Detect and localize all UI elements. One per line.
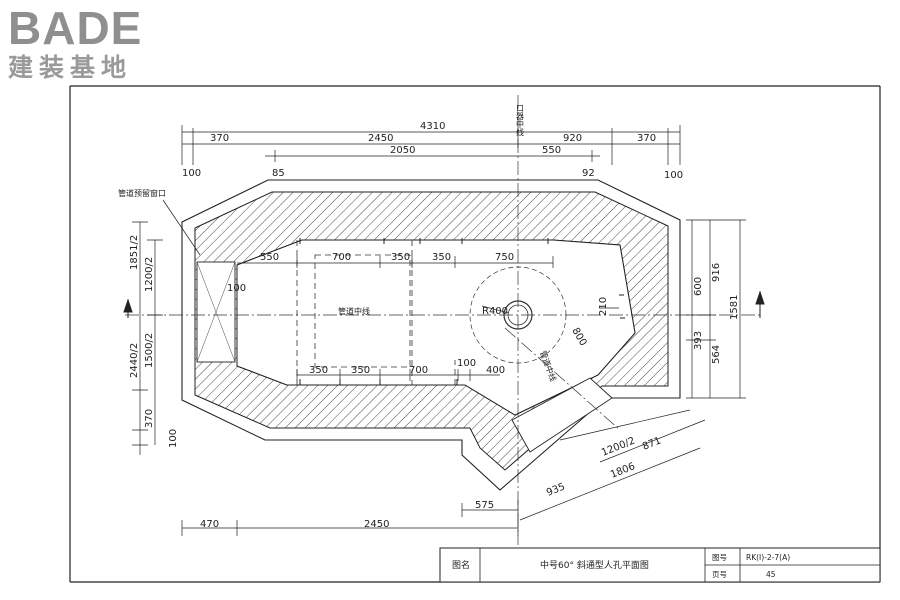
dim-inner-bottom-350b: 350 — [351, 365, 370, 376]
dim-right-564: 564 — [711, 345, 722, 364]
logo: BADE 建装基地 — [8, 4, 178, 84]
dim-top-100-right: 100 — [664, 170, 683, 181]
dim-left-1200-2: 1200/2 — [144, 257, 155, 292]
dim-top-2050: 2050 — [390, 145, 415, 156]
dim-right-600: 600 — [693, 277, 704, 296]
dim-top-85: 85 — [272, 168, 285, 179]
section-arrows — [123, 290, 765, 318]
drawing-title: 中号60° 斜通型人孔平面图 — [540, 559, 649, 571]
dim-bottom-2450: 2450 — [364, 519, 389, 530]
dim-top-370-right: 370 — [637, 133, 656, 144]
centerlines — [125, 95, 760, 545]
dim-inner-bottom-700: 700 — [409, 365, 428, 376]
dim-bottom-935: 935 — [545, 481, 567, 498]
dim-inner-top-350a: 350 — [391, 252, 410, 263]
dim-diag-871: 871 — [641, 435, 663, 452]
logo-subtitle: 建装基地 — [8, 53, 133, 82]
dim-top-2450: 2450 — [368, 133, 393, 144]
dim-top-920: 920 — [563, 133, 582, 144]
inner-chamber — [236, 239, 636, 416]
dimension-lines — [132, 125, 746, 536]
dim-inner-bottom-100: 100 — [457, 358, 476, 369]
figure-no-label: 图号 — [712, 553, 727, 562]
dim-right-916: 916 — [711, 263, 722, 282]
dim-bottom-470: 470 — [200, 519, 219, 530]
dim-top-overall: 4310 — [420, 121, 445, 132]
dim-top-550: 550 — [542, 145, 561, 156]
manhole-structure — [181, 179, 681, 491]
figure-no: RK(I)-2-7(A) — [746, 553, 790, 562]
dim-diag-1806: 1806 — [609, 461, 637, 481]
dim-inner-top-700: 700 — [332, 252, 351, 263]
radius-circle — [469, 266, 567, 364]
dim-inner-bottom-400: 400 — [486, 365, 505, 376]
port-centerline-label: 口器中线 — [516, 104, 525, 136]
dim-left-100-window: 100 — [227, 283, 246, 294]
dim-top-92: 92 — [582, 168, 595, 179]
diagonal-neck — [511, 377, 613, 453]
radius-label: R400 — [482, 306, 508, 317]
dim-inner-top-550: 550 — [260, 252, 279, 263]
page-no-label: 页号 — [712, 570, 727, 579]
title-block: 图名 中号60° 斜通型人孔平面图 图号 RK(I)-2-7(A) 页号 45 — [439, 547, 881, 583]
cover-ring — [503, 300, 533, 330]
dim-diag-1200-2: 1200/2 — [600, 435, 637, 458]
page-no: 45 — [766, 570, 776, 579]
pipe-centerline-label: 管道中线 — [338, 306, 370, 316]
dim-bottom-575: 575 — [475, 500, 494, 511]
dim-right-210: 210 — [598, 297, 609, 316]
dim-inner-top-350b: 350 — [432, 252, 451, 263]
title-name-label: 图名 — [452, 559, 470, 571]
dim-left-1851-2: 1851/2 — [129, 235, 140, 270]
outer-boundary — [181, 179, 681, 491]
logo-wordmark: BADE — [8, 2, 143, 54]
dim-top-370-left: 370 — [210, 133, 229, 144]
dim-left-2440-2: 2440/2 — [129, 343, 140, 378]
dim-top-100-left: 100 — [182, 168, 201, 179]
dim-left-370: 370 — [144, 409, 155, 428]
dim-inner-bottom-350a: 350 — [309, 365, 328, 376]
dim-left-100-bottom: 100 — [168, 429, 179, 448]
dim-inner-top-750: 750 — [495, 252, 514, 263]
dim-right-1581: 1581 — [729, 295, 740, 320]
pipe-window-label: 管道预留窗口 — [118, 188, 166, 198]
dim-right-393: 393 — [693, 331, 704, 350]
dim-left-1500-2: 1500/2 — [144, 333, 155, 368]
